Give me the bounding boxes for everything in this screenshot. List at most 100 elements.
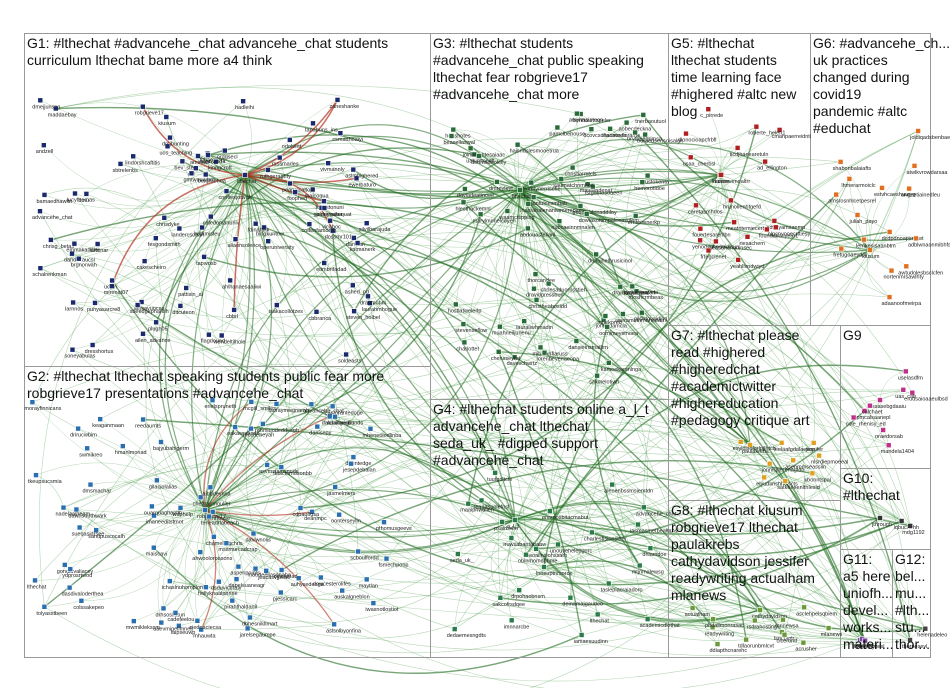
node-g9[interactable]: cole_rhenisy_ed — [846, 414, 886, 428]
node-g1[interactable]: tanabuns_ins — [305, 120, 338, 134]
node-g3[interactable]: dramaclydepm — [612, 283, 649, 297]
node-g2[interactable]: keaganmaan — [92, 416, 124, 430]
node-g2[interactable]: hmanlmonad — [115, 443, 147, 457]
node-g1[interactable]: chrisg_betas — [43, 237, 74, 250]
node-g4[interactable]: advancehe_chat — [636, 504, 677, 518]
node-g3[interactable]: dansieinsmalltm — [568, 338, 608, 352]
node-g5[interactable]: cmahpaerreidnti — [772, 127, 811, 140]
node-g5[interactable]: dieasbhchaoinsec — [708, 238, 752, 252]
node-g5[interactable]: caretasmhrlos — [688, 202, 723, 216]
node-g2[interactable]: aspenpoints — [230, 563, 260, 577]
node-g1[interactable]: dossmr101 — [325, 227, 352, 241]
node-g1[interactable]: maicoqua — [305, 186, 330, 200]
node-g3[interactable]: amyhasinteon — [569, 110, 603, 124]
node-g2[interactable]: mhauwta — [193, 626, 216, 640]
node-g3[interactable]: lauraliwhmadin — [516, 318, 553, 332]
node-g3[interactable]: hlesthackemnl — [456, 199, 491, 213]
node-g3[interactable]: ernaxrenerkp — [628, 213, 660, 226]
node-g1[interactable]: cnnfiesjotwah — [219, 188, 252, 202]
node-g6[interactable]: awtudolesbsclcfen — [898, 263, 943, 277]
node-g1[interactable]: zaneshanke — [330, 97, 360, 110]
node-g8[interactable]: mlanews — [821, 625, 843, 639]
node-g4[interactable]: sakcofrsdqee — [492, 594, 525, 608]
node-g8[interactable]: pbdallmonrasac — [705, 616, 744, 630]
node-g2[interactable]: aslsolbyonfina — [326, 621, 362, 635]
node-g3[interactable]: oomimeysmoea — [599, 323, 639, 337]
node-g4[interactable]: iruwsabantahaaw — [503, 535, 546, 549]
node-g2[interactable]: nadelaalbeam — [56, 504, 91, 518]
node-g2[interactable]: iwasnotlostiot — [365, 600, 399, 614]
node-g3[interactable]: brytheedrimsa — [627, 129, 663, 143]
node-g2[interactable]: pthomusgeevs — [376, 519, 412, 533]
node-g4[interactable]: lnoeuptnrsoroe — [536, 564, 573, 578]
node-g6[interactable]: angeetiainedleu — [901, 185, 940, 199]
node-g3[interactable]: sakmelotiwn — [589, 372, 619, 386]
node-g3[interactable]: abdouasfeliani — [520, 225, 555, 239]
node-g1[interactable]: gmtwmuyhm — [184, 170, 216, 184]
node-g2[interactable]: danisepy — [309, 423, 332, 437]
node-g3[interactable]: saumatchnmhbe — [553, 176, 594, 190]
node-g4[interactable]: imnnarcbe — [504, 617, 530, 631]
node-g9[interactable]: mandela1404 — [881, 442, 914, 456]
node-g4[interactable]: dhiamdoe — [642, 545, 667, 559]
node-g2[interactable]: swmikreo — [79, 445, 102, 459]
node-g9[interactable]: uselasdfm — [898, 368, 923, 382]
node-g6[interactable]: adblwnaonmibhfs — [908, 235, 950, 249]
node-g1[interactable]: landercscharl — [171, 225, 204, 239]
node-g2[interactable]: dowcesterolifes — [313, 574, 351, 588]
node-g1[interactable]: robgrieve17 — [135, 103, 164, 117]
node-g9[interactable]: ssasebgdaaiu — [872, 397, 906, 411]
node-g7[interactable]: esyldlsolarlpjlhtch — [733, 438, 776, 452]
node-g1[interactable]: dmjbunting — [162, 134, 189, 148]
node-g2[interactable]: aaevmigelimneb — [153, 619, 193, 633]
node-g5[interactable]: ticdjhaeearetuln — [730, 145, 769, 158]
node-g4[interactable]: unouyeheledgorc — [550, 541, 592, 555]
node-g5[interactable]: adveyamsaemp — [766, 218, 805, 231]
node-g1[interactable]: cakescheiro — [137, 258, 166, 272]
node-g2[interactable]: morayfinnicans — [24, 399, 62, 413]
node-g2[interactable]: sfonhouse — [205, 508, 230, 522]
node-g8[interactable]: cathydavidson — [752, 607, 787, 621]
node-g1[interactable]: bev_ste — [174, 158, 194, 172]
node-g8[interactable]: asclehpelsqbiem — [796, 604, 837, 618]
node-g1[interactable]: fdinahtlik — [248, 220, 270, 234]
node-g2[interactable]: oakawraliodo — [227, 424, 260, 438]
node-g1[interactable]: pattisin_ai — [178, 285, 203, 299]
node-g1[interactable]: katmanerk — [350, 240, 376, 254]
node-g1[interactable]: steven_holbel — [346, 308, 380, 322]
node-g3[interactable]: chrlesaduorusstieh — [541, 280, 587, 294]
node-g1[interactable]: aliaonsolence — [228, 236, 262, 250]
node-g1[interactable]: soldeasts — [338, 351, 362, 365]
node-g1[interactable]: dranmuhm — [360, 293, 387, 307]
node-g2[interactable]: imaneeditstmot — [146, 512, 184, 526]
node-g1[interactable]: mirenat07 — [104, 283, 128, 297]
node-g2[interactable]: mssmurcadcrap — [218, 540, 258, 554]
node-g5[interactable]: hrunolienhtgefd — [723, 197, 761, 211]
node-g1[interactable]: kingstonuni — [316, 198, 344, 212]
node-g2[interactable]: teneadrlabeach — [201, 513, 239, 527]
node-g4[interactable]: obinmomdbbme — [518, 551, 557, 565]
node-g5[interactable]: fouertesarehlbn — [692, 225, 731, 239]
node-g6[interactable]: dcdpdnoapsrdfwt — [882, 229, 924, 242]
node-g8[interactable]: mnnewsa — [775, 616, 799, 630]
node-g8[interactable]: ddiapthcnarehc — [710, 641, 748, 655]
node-g6[interactable]: estvhcaeshuuryg — [874, 185, 916, 198]
node-g4[interactable]: drpohaobnsm — [511, 587, 545, 601]
node-g2[interactable]: maudeeliasonaba — [248, 565, 292, 579]
node-g7[interactable]: kbonntspal — [804, 470, 831, 484]
node-g1[interactable]: bingkuntow — [256, 224, 284, 238]
node-g3[interactable]: chensseyfat — [491, 348, 521, 362]
node-g1[interactable]: caledonianuniv — [203, 213, 240, 227]
node-g1[interactable]: kiusum — [158, 114, 176, 128]
node-g6[interactable]: shabonbalaiafts — [833, 159, 872, 172]
node-g1[interactable]: dresshortus — [85, 342, 114, 356]
node-g1[interactable]: emmakaddler — [66, 240, 100, 254]
node-g3[interactable]: kayolinerderl — [624, 283, 655, 297]
node-g3[interactable]: hostlatwelerlp — [448, 301, 482, 315]
node-g2[interactable]: deanmpc — [304, 508, 327, 522]
node-g6[interactable]: amsrosnhlcetpesrel — [828, 191, 876, 205]
node-g2[interactable]: eastgrantedoge — [325, 403, 363, 417]
node-g3[interactable]: stevenseflow — [455, 321, 487, 335]
node-g6[interactable]: nortenmrsawlhty — [884, 267, 925, 281]
node-g1[interactable]: coffenfamorsq — [301, 221, 336, 235]
